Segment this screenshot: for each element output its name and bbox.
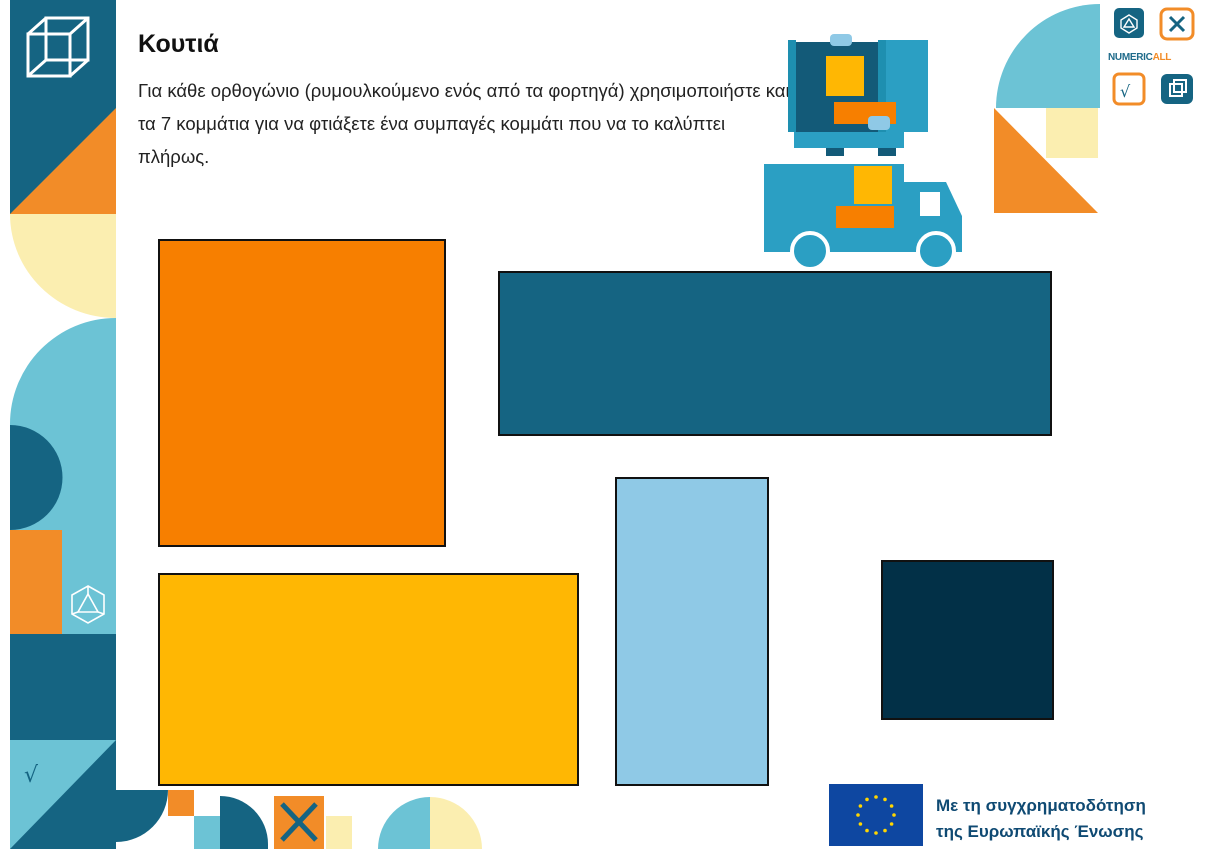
logo-icosahedron-icon (1120, 14, 1138, 34)
cube-icon (26, 16, 90, 78)
eu-star (858, 822, 863, 826)
eu-star (865, 797, 869, 802)
top-right-decoration (994, 4, 1100, 213)
eu-star (889, 804, 894, 808)
bottom-decorative-strip (116, 790, 482, 849)
light-blue-rectangle-piece[interactable] (615, 477, 769, 786)
logo-sqrt-icon: √ (1120, 82, 1131, 101)
logo-wordmark: NUMERICALL (1108, 52, 1171, 63)
eu-star (883, 828, 887, 833)
icosahedron-icon (71, 585, 105, 624)
logo-multiply-icon (1168, 15, 1186, 33)
eu-star (892, 813, 896, 817)
page-title: Κουτιά (138, 30, 219, 58)
eu-star (874, 831, 878, 835)
yellow-rectangle-piece[interactable] (158, 573, 579, 786)
orange-square-piece[interactable] (158, 239, 446, 547)
logo-text-main: NUMERIC (1108, 52, 1153, 63)
eu-funding-line-2: της Ευρωπαϊκής Ένωσης (936, 822, 1144, 841)
truck-illustration (764, 34, 962, 270)
eu-funding-line-1: Με τη συγχρηματοδότηση (936, 796, 1146, 815)
instruction-text: Για κάθε ορθογώνιο (ρυμουλκούμενο ενός α… (138, 80, 790, 167)
teal-wide-rectangle-piece[interactable] (498, 271, 1052, 436)
eu-star (874, 795, 878, 799)
logo-text-accent: ALL (1152, 52, 1172, 63)
eu-star (889, 822, 894, 826)
eu-star (865, 828, 869, 833)
open-container (788, 34, 928, 156)
eu-star (883, 797, 887, 802)
dark-navy-square-piece[interactable] (881, 560, 1054, 720)
multiply-icon (280, 802, 318, 842)
eu-star (858, 804, 863, 808)
left-decorative-border: √ (9, 0, 116, 849)
eu-star (856, 813, 860, 817)
delivery-truck (764, 164, 962, 270)
logo-cube-icon (1169, 79, 1187, 97)
eu-flag-icon (829, 784, 923, 846)
numericall-logo: √ (1104, 4, 1204, 110)
hand-icon (830, 34, 890, 130)
sqrt-icon: √ (24, 763, 39, 788)
eu-funding-text: Με τη συγχρηματοδότηση της Ευρωπαϊκής Έν… (936, 793, 1146, 845)
